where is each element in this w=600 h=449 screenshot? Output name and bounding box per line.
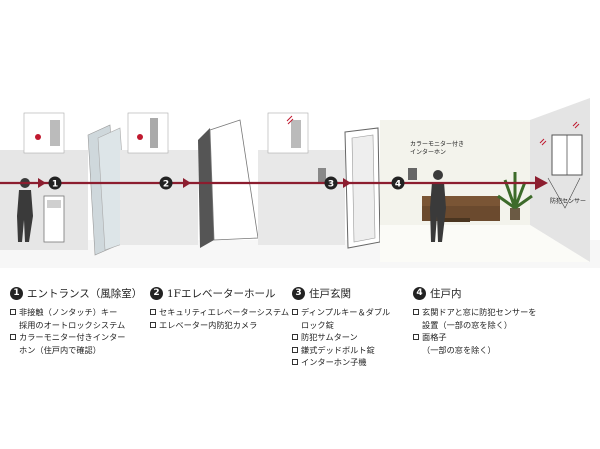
elevator-door <box>209 119 259 241</box>
legend-list: ディンプルキー＆ダブルロック錠防犯サムターン鎌式デッドボルト錠インターホン子機 <box>292 306 390 369</box>
marker-4: 4 <box>391 176 405 190</box>
inset-elevator <box>127 112 169 154</box>
security-diagram: 1 2 3 4 カラーモニター付き インターホン 防犯センサー <box>0 98 590 262</box>
legend-item: 設置（一部の窓を除く） <box>422 319 513 330</box>
legend-item: ディンプルキー＆ダブル <box>292 306 390 319</box>
svg-text:3: 3 <box>328 180 334 190</box>
sensor-mark-door <box>539 138 547 146</box>
sensor-mark-window <box>572 121 580 129</box>
plant-leaves <box>497 172 533 210</box>
marker-1: 1 <box>48 176 62 190</box>
inset-entrance <box>23 112 65 154</box>
arrowhead-4 <box>535 176 548 190</box>
legend-item: 非接触（ノンタッチ）キー <box>10 306 142 319</box>
arrowhead-3 <box>343 178 351 188</box>
svg-text:2: 2 <box>163 180 169 190</box>
legend-item: 玄関ドアと窓に防犯センサーを <box>413 306 536 319</box>
legend-number-badge: 2 <box>150 287 163 300</box>
intercom-label-line-2: インターホン <box>410 148 446 156</box>
svg-text:1: 1 <box>52 180 58 190</box>
legend-section-1: 1 エントランス（風除室） 非接触（ノンタッチ）キー採用のオートロックシステムカラー… <box>10 286 142 356</box>
legend-heading: 4 住戸内 <box>413 286 536 301</box>
legend-item: セキュリティエレベーターシステム <box>150 306 289 319</box>
legend-item: 採用のオートロックシステム <box>19 319 126 330</box>
legend-title: エントランス（風除室） <box>27 288 143 300</box>
sensor-beam <box>547 177 581 209</box>
hall-wall <box>120 150 198 245</box>
legend-list: セキュリティエレベーターシステムエレベーター内防犯カメラ <box>150 306 289 331</box>
marker-3: 3 <box>324 176 338 190</box>
legend-number-badge: 1 <box>10 287 23 300</box>
legend-number-badge: 3 <box>292 287 305 300</box>
legend-section-4: 4 住戸内玄関ドアと窓に防犯センサーを設置（一部の窓を除く）面格子（一部の窓を除く… <box>413 286 536 356</box>
legend-item: 鎌式デッドボルト錠 <box>292 344 390 357</box>
legend-list: 玄関ドアと窓に防犯センサーを設置（一部の窓を除く）面格子（一部の窓を除く） <box>413 306 536 356</box>
legend-item: エレベーター内防犯カメラ <box>150 319 289 332</box>
arrowhead-1 <box>38 178 46 188</box>
sensor-label: 防犯センサー <box>550 197 586 205</box>
legend-item: ロック錠 <box>301 319 334 330</box>
legend-item: （一部の窓を除く） <box>422 344 496 355</box>
legend-title: 1Fエレベーターホール <box>167 288 276 300</box>
legend-item: インターホン子機 <box>292 356 390 369</box>
svg-text:4: 4 <box>395 180 401 190</box>
legend-title: 住戸内 <box>430 288 462 300</box>
marker-2: 2 <box>159 176 173 190</box>
legend-section-3: 3 住戸玄関ディンプルキー＆ダブルロック錠防犯サムターン鎌式デッドボルト錠インター… <box>292 286 390 369</box>
legend-item: ホン（住戸内で確認） <box>19 344 101 355</box>
legend-heading: 1 エントランス（風除室） <box>10 286 142 301</box>
elevator-frame <box>198 128 214 248</box>
legend-section-2: 2 1Fエレベーターホールセキュリティエレベーターシステムエレベーター内防犯カメラ <box>150 286 289 331</box>
door-leaf <box>351 134 376 243</box>
legend-heading: 3 住戸玄関 <box>292 286 390 301</box>
room-intercom <box>408 168 417 180</box>
inset-door <box>267 112 309 154</box>
legend-item: 防犯サムターン <box>292 331 390 344</box>
corridor-wall <box>258 150 345 245</box>
arrowhead-2 <box>183 178 191 188</box>
sofa-back <box>422 196 500 206</box>
intercom-panel <box>318 168 326 182</box>
legend-number-badge: 4 <box>413 287 426 300</box>
table <box>440 218 470 222</box>
legend-list: 非接触（ノンタッチ）キー採用のオートロックシステムカラーモニター付きインターホン… <box>10 306 142 356</box>
resident-figure-2 <box>430 170 446 242</box>
plant-pot <box>510 208 520 220</box>
intercom-label-line-1: カラーモニター付き <box>410 140 464 148</box>
legend-title: 住戸玄関 <box>309 288 351 300</box>
kiosk-screen <box>47 200 61 208</box>
legend-item: 面格子 <box>413 331 536 344</box>
legend-item: カラーモニター付きインター <box>10 331 142 344</box>
legend-heading: 2 1Fエレベーターホール <box>150 286 289 301</box>
